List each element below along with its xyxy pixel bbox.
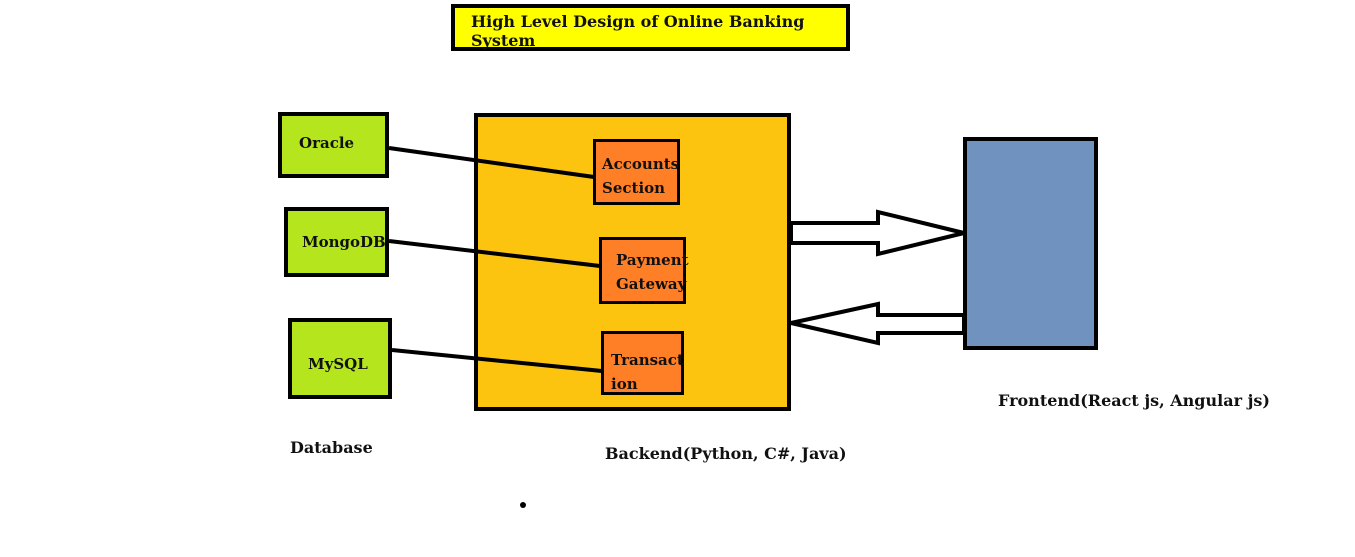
frontend-box <box>963 137 1098 350</box>
database-mysql: MySQL <box>288 318 392 399</box>
module-transaction-label: Transact ion <box>611 351 684 393</box>
stray-dot <box>520 502 526 508</box>
diagram-title-box: High Level Design of Online Banking Syst… <box>451 4 850 51</box>
module-transaction: Transact ion <box>601 331 684 395</box>
frontend-caption: Frontend(React js, Angular js) <box>998 391 1270 410</box>
module-accounts-section: Accounts Section <box>593 139 680 205</box>
database-oracle: Oracle <box>278 112 389 178</box>
module-payment-gateway: Payment Gateway <box>599 237 689 304</box>
arrow-frontend-to-backend <box>790 301 966 346</box>
database-mongodb-label: MongoDB <box>302 233 386 251</box>
diagram-title: High Level Design of Online Banking Syst… <box>471 12 805 50</box>
backend-caption: Backend(Python, C#, Java) <box>605 444 847 463</box>
arrow-backend-to-frontend <box>789 209 965 257</box>
database-mongodb: MongoDB <box>284 207 389 277</box>
database-oracle-label: Oracle <box>299 134 355 152</box>
database-caption: Database <box>290 438 373 457</box>
module-accounts-section-label: Accounts Section <box>602 155 680 197</box>
module-payment-gateway-label: Payment Gateway <box>616 251 689 293</box>
database-mysql-label: MySQL <box>308 355 368 373</box>
connector-mongodb-payment <box>388 239 601 268</box>
connector-oracle-accounts <box>388 146 595 179</box>
connector-mysql-transaction <box>391 348 603 373</box>
